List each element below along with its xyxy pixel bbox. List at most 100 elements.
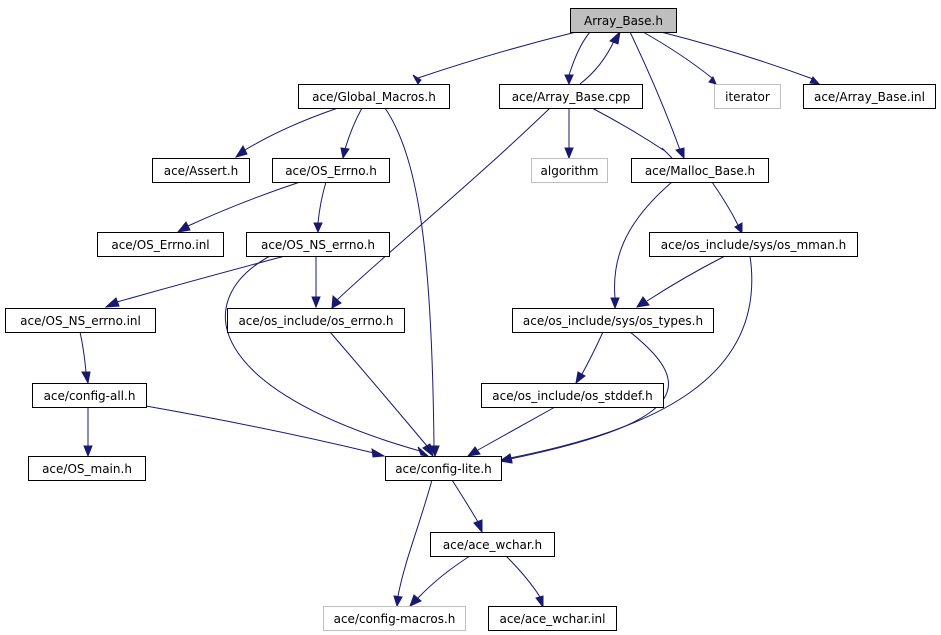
- node-box: [512, 308, 714, 333]
- arrowhead-icon: [176, 221, 191, 233]
- node-box: [5, 308, 156, 333]
- arrowhead-icon: [610, 297, 620, 310]
- node-os-ns-errno-inl[interactable]: ace/OS_NS_errno.inl: [5, 308, 156, 333]
- arrowhead-icon: [564, 147, 574, 160]
- node-algorithm[interactable]: algorithm: [531, 158, 608, 183]
- node-array-base-inl[interactable]: ace/Array_Base.inl: [803, 84, 936, 109]
- arrowhead-icon: [331, 294, 342, 309]
- node-label: ace/OS_Errno.h: [285, 164, 377, 178]
- node-label: ace/os_include/sys/os_mman.h: [661, 238, 847, 252]
- node-os-errno-h[interactable]: ace/OS_Errno.h: [272, 158, 390, 183]
- node-label: ace/OS_main.h: [42, 462, 132, 476]
- node-label: ace/OS_NS_errno.inl: [20, 314, 141, 328]
- arrowhead-icon: [429, 445, 440, 458]
- node-os-errno-inl[interactable]: ace/OS_Errno.inl: [97, 232, 224, 257]
- node-array-base-cpp[interactable]: ace/Array_Base.cpp: [499, 84, 643, 109]
- edge-os_ns_errno_h-to-os_include_errno: [311, 256, 321, 309]
- node-os-ns-errno-h[interactable]: ace/OS_NS_errno.h: [246, 232, 390, 257]
- node-label: ace/os_include/sys/os_types.h: [523, 314, 703, 328]
- edge-line: [505, 555, 541, 598]
- edge-os_errno_h-to-os_ns_errno_h: [313, 181, 327, 234]
- node-config-macros[interactable]: ace/config-macros.h: [323, 606, 466, 631]
- arrowhead-icon: [609, 30, 621, 45]
- node-box: [570, 8, 677, 33]
- node-os-mman[interactable]: ace/os_include/sys/os_mman.h: [649, 232, 858, 257]
- node-config-all[interactable]: ace/config-all.h: [32, 383, 147, 408]
- edge-line: [384, 107, 435, 447]
- edge-line: [116, 255, 286, 303]
- arrowhead-icon: [675, 147, 685, 160]
- node-box: [488, 606, 617, 631]
- edge-ace_wchar_h-to-config_macros: [409, 555, 471, 607]
- node-label: iterator: [725, 90, 770, 104]
- edge-config_lite-to-ace_wchar_h: [451, 479, 483, 534]
- node-box: [385, 456, 502, 481]
- edge-array_base_cpp-to-malloc_base: [591, 107, 673, 159]
- edge-os_ns_errno_inl-to-config_all: [79, 331, 91, 385]
- node-label: ace/Assert.h: [164, 164, 239, 178]
- edge-os_mman-to-config_lite: [498, 255, 753, 463]
- arrowhead-icon: [409, 594, 422, 607]
- edge-line: [451, 479, 479, 523]
- edge-line: [344, 107, 363, 150]
- edge-line: [568, 31, 591, 76]
- arrowhead-icon: [311, 296, 321, 309]
- arrowhead-icon: [564, 74, 574, 86]
- arrowhead-icon: [535, 595, 544, 609]
- node-config-lite[interactable]: ace/config-lite.h: [385, 456, 502, 481]
- edge-line: [642, 31, 713, 79]
- edge-os_types-to-os_stddef: [575, 331, 604, 385]
- edge-global_macros-to-os_errno_h: [340, 107, 363, 160]
- node-label: ace/Global_Macros.h: [312, 90, 436, 104]
- edge-array_base_cpp-to-algorithm: [564, 108, 574, 160]
- edge-os_errno_h-to-os_errno_inl: [176, 181, 301, 233]
- node-os-types[interactable]: ace/os_include/sys/os_types.h: [512, 308, 714, 333]
- edge-global_macros-to-config_lite: [384, 107, 440, 458]
- node-ace-wchar-h[interactable]: ace/ace_wchar.h: [430, 532, 555, 557]
- arrowhead-icon: [104, 297, 120, 308]
- node-box: [714, 84, 781, 109]
- node-label: ace/Array_Base.cpp: [512, 90, 631, 104]
- node-iterator[interactable]: iterator: [714, 84, 781, 109]
- arrowhead-icon: [498, 454, 513, 464]
- node-box: [227, 308, 405, 333]
- arrowhead-icon: [371, 448, 386, 458]
- edge-line: [317, 181, 327, 224]
- node-label: ace/Malloc_Base.h: [645, 164, 755, 178]
- node-global-macros[interactable]: ace/Global_Macros.h: [298, 84, 450, 109]
- edges-layer: [79, 30, 821, 609]
- arrowhead-icon: [708, 76, 717, 85]
- edge-line: [660, 31, 814, 80]
- arrowhead-icon: [734, 222, 743, 235]
- node-os-include-errno[interactable]: ace/os_include/os_errno.h: [227, 308, 405, 333]
- node-malloc-base[interactable]: ace/Malloc_Base.h: [631, 158, 769, 183]
- edge-os_stddef-to-config_lite: [466, 406, 556, 457]
- node-os-stddef[interactable]: ace/os_include/os_stddef.h: [481, 383, 664, 408]
- edge-array_base_h-to-array_base_inl: [660, 31, 821, 85]
- arrowhead-icon: [234, 144, 248, 158]
- edge-array_base_h-to-array_base_cpp: [564, 31, 591, 86]
- edge-line: [579, 40, 615, 85]
- arrowhead-icon: [81, 371, 91, 385]
- edge-config_all-to-config_lite: [145, 405, 386, 458]
- edge-line: [581, 331, 604, 375]
- edge-line: [145, 405, 375, 454]
- node-box: [298, 84, 450, 109]
- arrowhead-icon: [466, 446, 481, 457]
- arrowhead-icon: [636, 296, 650, 308]
- edge-config_lite-to-config_macros: [393, 479, 433, 608]
- node-assert[interactable]: ace/Assert.h: [152, 158, 250, 183]
- arrowhead-icon: [417, 446, 430, 457]
- edge-ace_wchar_h-to-ace_wchar_inl: [505, 555, 544, 609]
- node-label: ace/os_include/os_stddef.h: [492, 389, 652, 403]
- node-box: [631, 158, 769, 183]
- node-label: ace/OS_Errno.inl: [111, 238, 209, 252]
- node-ace-wchar-inl[interactable]: ace/ace_wchar.inl: [488, 606, 617, 631]
- node-box: [803, 84, 936, 109]
- edge-os_ns_errno_h-to-os_ns_errno_inl: [104, 255, 286, 308]
- edge-os_ns_errno_h-to-config_lite: [225, 255, 430, 457]
- edge-line: [477, 406, 556, 451]
- node-os-main[interactable]: ace/OS_main.h: [28, 456, 146, 481]
- edge-line: [417, 31, 577, 79]
